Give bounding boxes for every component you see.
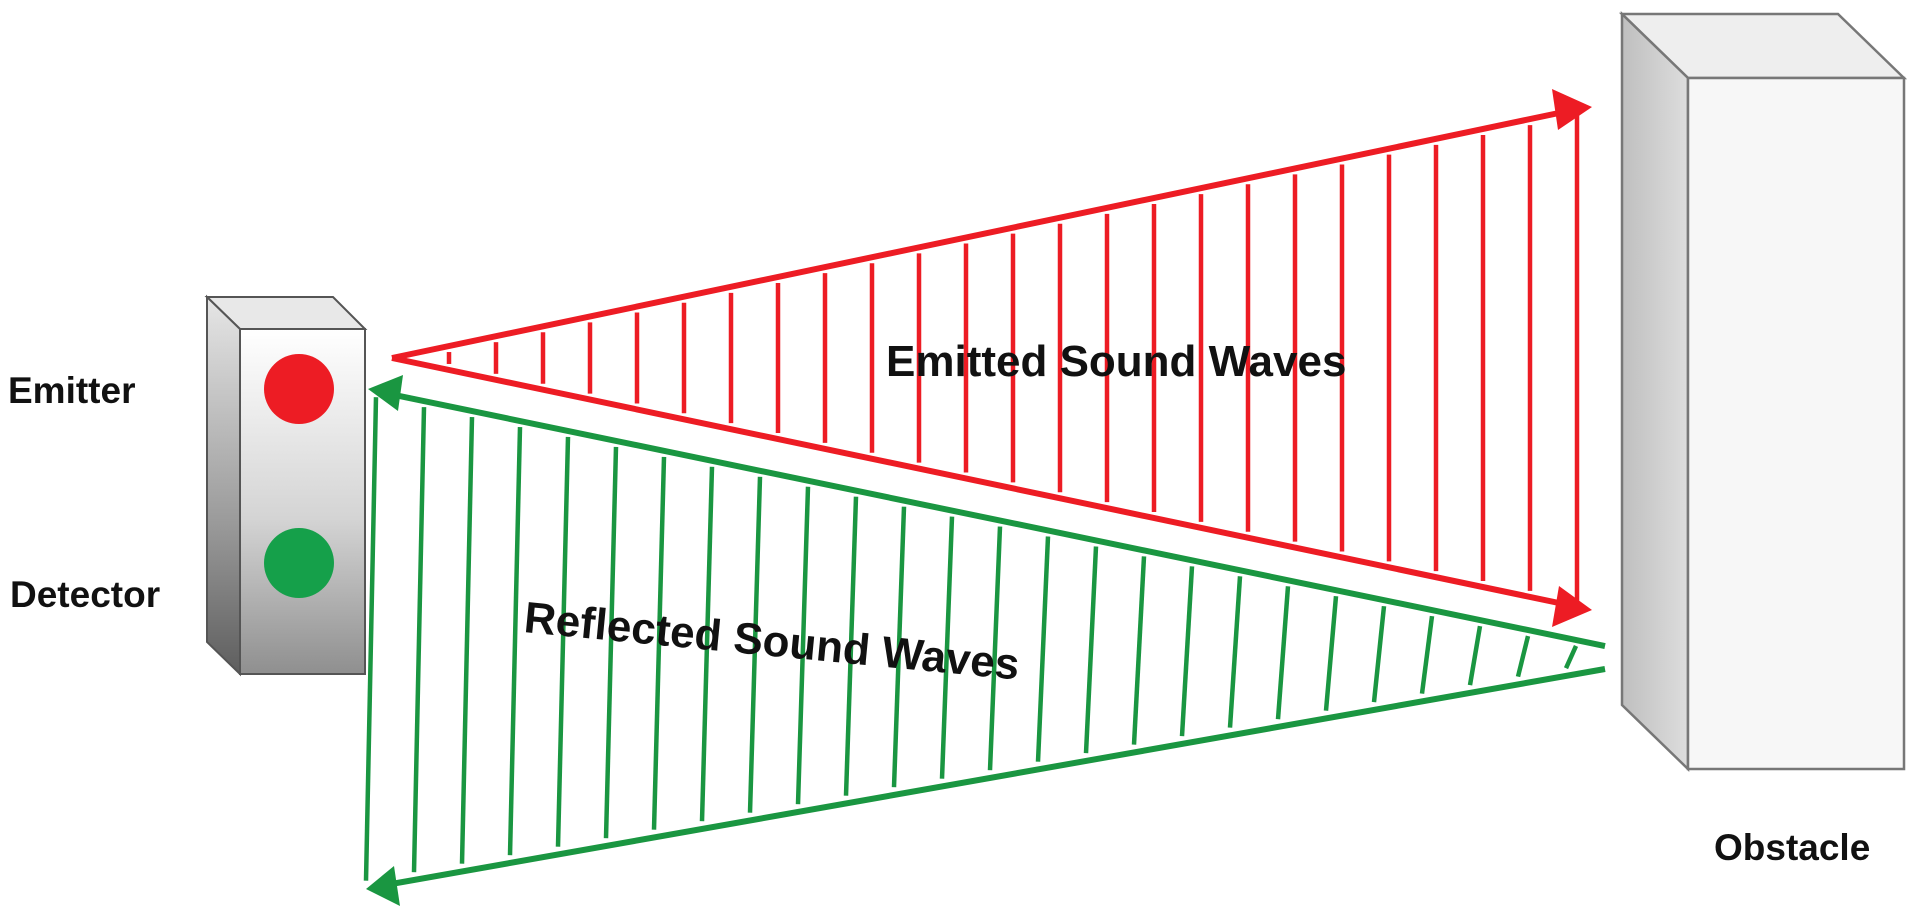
- reflected-wavefront-line: [795, 486, 811, 805]
- reflected-wavefront-line: [411, 407, 427, 873]
- sensor-device: [204, 294, 368, 677]
- emitted-lower-arrowhead: [1552, 586, 1592, 627]
- emitted-lower-edge: [391, 355, 1579, 610]
- obstacle-side-face: [1620, 11, 1690, 772]
- reflected-lower-edge: [379, 666, 1606, 889]
- reflected-wave-fronts: [363, 397, 1579, 881]
- reflected-wavefront-line: [699, 466, 715, 822]
- emitted-upper-edge: [391, 106, 1579, 361]
- detector-light: [264, 528, 334, 598]
- reflected-wavefront-line: [939, 516, 955, 779]
- reflected-wavefront-line: [459, 417, 475, 864]
- obstacle-label: Obstacle: [1714, 827, 1870, 868]
- reflected-wavefront-line: [1419, 615, 1435, 694]
- reflected-wavefront-line: [1515, 635, 1531, 678]
- emitted-wave-beam: [391, 89, 1592, 627]
- reflected-wavefront-line: [1275, 586, 1291, 720]
- reflected-wavefront-line: [603, 446, 619, 839]
- reflected-wavefront-line: [1227, 576, 1243, 728]
- reflected-wavefront-line: [747, 476, 763, 813]
- reflected-wavefront-line: [1371, 605, 1387, 703]
- emitter-label: Emitter: [8, 370, 135, 411]
- reflected-wavefront-line: [1083, 546, 1099, 754]
- reflected-wavefront-line: [987, 526, 1003, 771]
- reflected-wavefront-line: [1323, 596, 1339, 711]
- reflected-lower-arrowhead: [366, 866, 400, 906]
- obstacle-block: [1618, 11, 1908, 772]
- reflected-wavefront-line: [555, 436, 571, 847]
- reflected-wavefront-line: [1467, 625, 1483, 686]
- emitter-light: [264, 354, 334, 424]
- emitted-waves-label: Emitted Sound Waves: [886, 337, 1346, 386]
- reflected-wavefront-line: [1563, 645, 1579, 670]
- reflected-wavefront-line: [1131, 556, 1147, 745]
- reflected-wavefront-line: [651, 456, 667, 830]
- reflected-wavefront-line: [891, 506, 907, 788]
- emitted-upper-arrowhead: [1552, 89, 1592, 130]
- reflected-upper-arrowhead: [368, 375, 403, 411]
- reflected-wavefront-line: [363, 397, 379, 881]
- obstacle-front-face: [1686, 76, 1906, 771]
- reflected-wavefront-line: [843, 496, 859, 796]
- reflected-wave-beam: [363, 375, 1606, 906]
- sensor-side-face: [206, 294, 241, 677]
- reflected-wavefront-line: [1179, 566, 1195, 737]
- reflected-upper-edge: [379, 389, 1606, 649]
- reflected-wavefront-line: [1035, 536, 1051, 762]
- emitted-wave-fronts: [446, 115, 1580, 601]
- detector-label: Detector: [10, 574, 160, 615]
- reflected-wavefront-line: [507, 426, 523, 856]
